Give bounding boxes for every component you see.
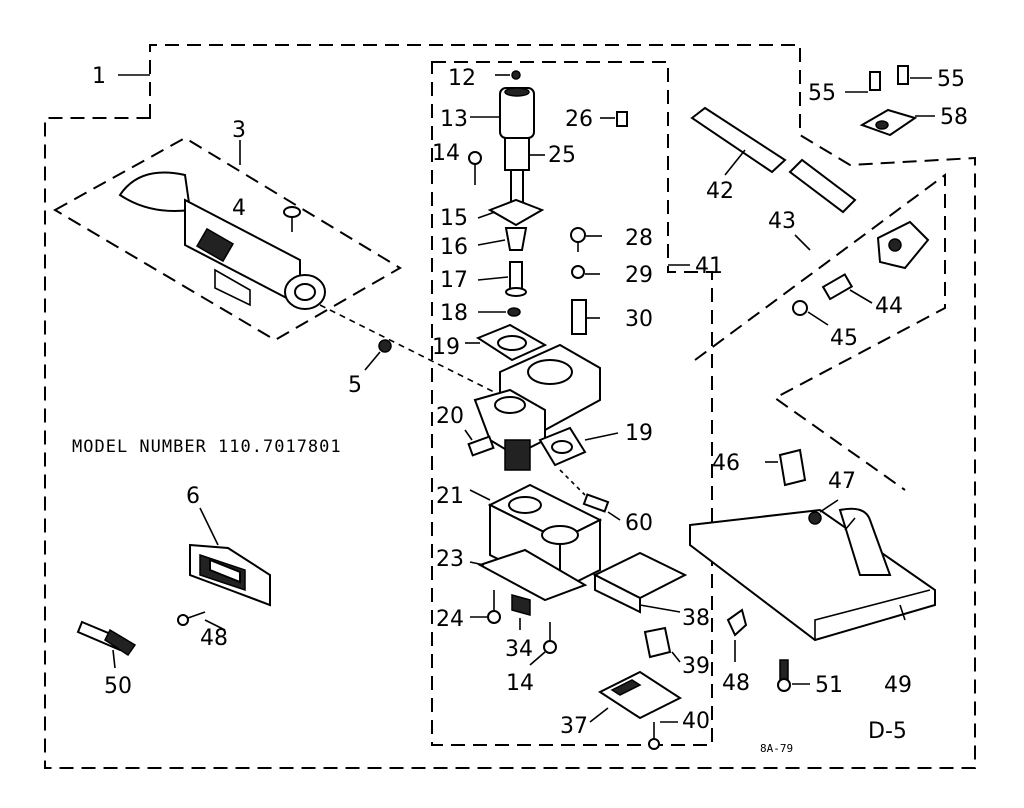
part-label-p37: 37 [560, 714, 588, 739]
part-label-p17: 17 [440, 268, 468, 293]
part-label-p58: 58 [940, 105, 968, 130]
part-label-p19a: 19 [432, 335, 460, 360]
part-label-p30: 30 [625, 307, 653, 332]
lower-screws-shapes [470, 590, 557, 666]
bracket-49-shape [689, 507, 936, 642]
part-label-p13: 13 [440, 107, 468, 132]
part-label-p43: 43 [768, 209, 796, 234]
part-label-p34: 34 [505, 637, 533, 662]
part-label-p38: 38 [682, 606, 710, 631]
part-label-p14b: 14 [506, 671, 534, 696]
label-plate-37-shape [589, 670, 683, 723]
manifold-shape [469, 483, 603, 602]
part-label-p14a: 14 [432, 141, 460, 166]
part-39-shape [643, 626, 681, 663]
part-label-p1: 1 [92, 64, 106, 89]
part-label-p4: 4 [232, 196, 246, 221]
part-label-p18: 18 [440, 301, 468, 326]
part-26-shape [600, 111, 628, 127]
part-label-p26: 26 [565, 107, 593, 132]
screw-48-left-shape [177, 611, 226, 631]
page-label: D-5 [868, 719, 907, 744]
part-label-p39: 39 [682, 654, 710, 679]
part-label-p55a: 55 [808, 81, 836, 106]
part-label-p44: 44 [875, 294, 903, 319]
part-labels: 1 3 4 5 6 12 13 14 15 16 17 18 19 20 21 … [92, 64, 968, 739]
part-50-shape [76, 620, 137, 669]
part-label-p47: 47 [828, 469, 856, 494]
gasket-19-upper-shape [465, 323, 548, 362]
gasket-19-lower-shape [538, 426, 619, 467]
part-label-p48a: 48 [200, 626, 228, 651]
part-label-p60: 60 [625, 511, 653, 536]
part-label-p19b: 19 [625, 421, 653, 446]
part-label-p3: 3 [232, 118, 246, 143]
leader-43 [794, 234, 811, 251]
part-label-p6: 6 [186, 484, 200, 509]
part-label-p20: 20 [436, 404, 464, 429]
part-label-p29: 29 [625, 263, 653, 288]
model-number-label: MODEL NUMBER 110.7017801 [72, 437, 342, 457]
burner-tube-shape [118, 171, 326, 310]
part-label-p16: 16 [440, 235, 468, 260]
valve-body-shape [464, 343, 601, 471]
screw-47-shape [808, 499, 839, 525]
diagram-code: 8A-79 [760, 742, 793, 755]
part-label-p49: 49 [884, 673, 912, 698]
part-label-p40: 40 [682, 709, 710, 734]
part-label-p25: 25 [548, 143, 576, 168]
part-label-p48b: 48 [722, 671, 750, 696]
part-label-p42: 42 [706, 179, 734, 204]
screw-51-shape [777, 659, 810, 692]
parts-28-30-shapes [570, 227, 602, 335]
screw-48-right-shape [726, 608, 748, 662]
assembly-boundary [44, 44, 976, 769]
part-label-p12: 12 [448, 66, 476, 91]
group-43-outline [694, 173, 946, 491]
tubes-42-shape [690, 106, 857, 214]
part-label-p15: 15 [440, 206, 468, 231]
fitting-44-shape [821, 273, 873, 304]
part-label-p55b: 55 [937, 67, 965, 92]
clamp-58-shapes [845, 65, 935, 137]
group-3-outline [52, 136, 402, 342]
part-label-p28: 28 [625, 226, 653, 251]
valve-43-shape [876, 220, 930, 270]
orifice-5-shape [319, 304, 501, 396]
part-label-p24: 24 [436, 607, 464, 632]
nut-45-shape [792, 300, 829, 326]
screw-40-shape [648, 721, 678, 750]
valve-stem-shapes [468, 70, 545, 317]
bracket-6-shape [189, 507, 271, 607]
part-label-p41: 41 [695, 254, 723, 279]
part-label-p21: 21 [436, 484, 464, 509]
part-label-p51: 51 [815, 673, 843, 698]
group-41-outline [431, 61, 713, 746]
part-label-p50: 50 [104, 674, 132, 699]
part-label-p45: 45 [830, 326, 858, 351]
part-38-shape [592, 551, 688, 614]
screw-4-shape [283, 206, 301, 232]
part-60-shape [559, 469, 621, 521]
part-label-p46: 46 [712, 451, 740, 476]
part-label-p23: 23 [436, 547, 464, 572]
part-label-p5: 5 [348, 373, 362, 398]
bracket-46-shape [765, 448, 807, 487]
